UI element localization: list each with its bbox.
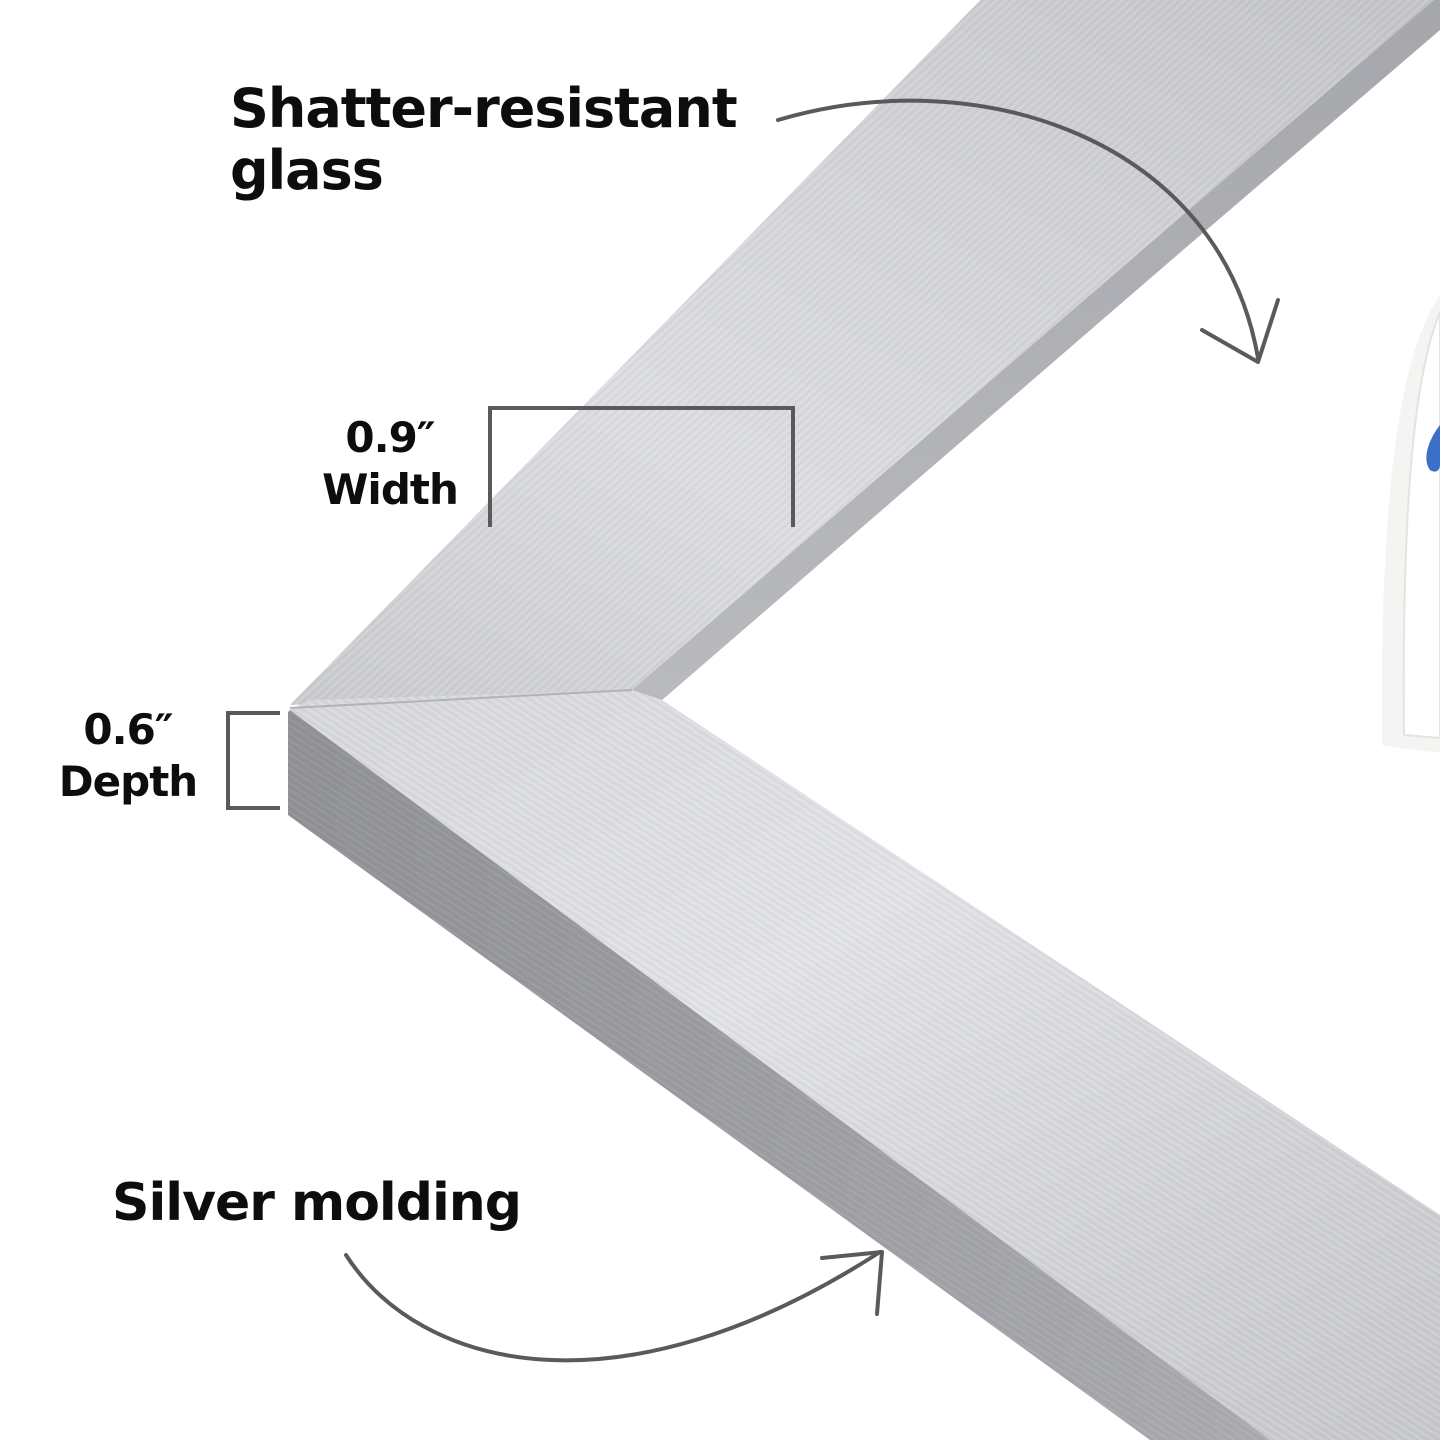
frame-outer-side <box>288 710 1270 1440</box>
frame-bottom-rail <box>289 689 1440 1440</box>
curved-arrow-down-right-icon <box>776 98 1280 364</box>
width-callout: 0.9″ Width <box>300 412 480 516</box>
glass-callout-line1: Shatter-resistant <box>230 77 738 140</box>
glass-callout-line2: glass <box>230 139 384 202</box>
curved-arrow-up-right-icon <box>344 1250 884 1363</box>
width-label: Width <box>322 465 459 514</box>
width-value: 0.9″ <box>345 413 435 462</box>
glass-callout: Shatter-resistant glass <box>230 77 738 202</box>
photo-mat-edge <box>1381 295 1440 752</box>
depth-dimension-bracket <box>226 711 280 810</box>
molding-callout: Silver molding <box>112 1173 522 1233</box>
depth-label: Depth <box>58 757 198 806</box>
width-dimension-bracket <box>488 406 795 527</box>
depth-value: 0.6″ <box>83 705 173 754</box>
depth-callout: 0.6″ Depth <box>38 704 218 808</box>
